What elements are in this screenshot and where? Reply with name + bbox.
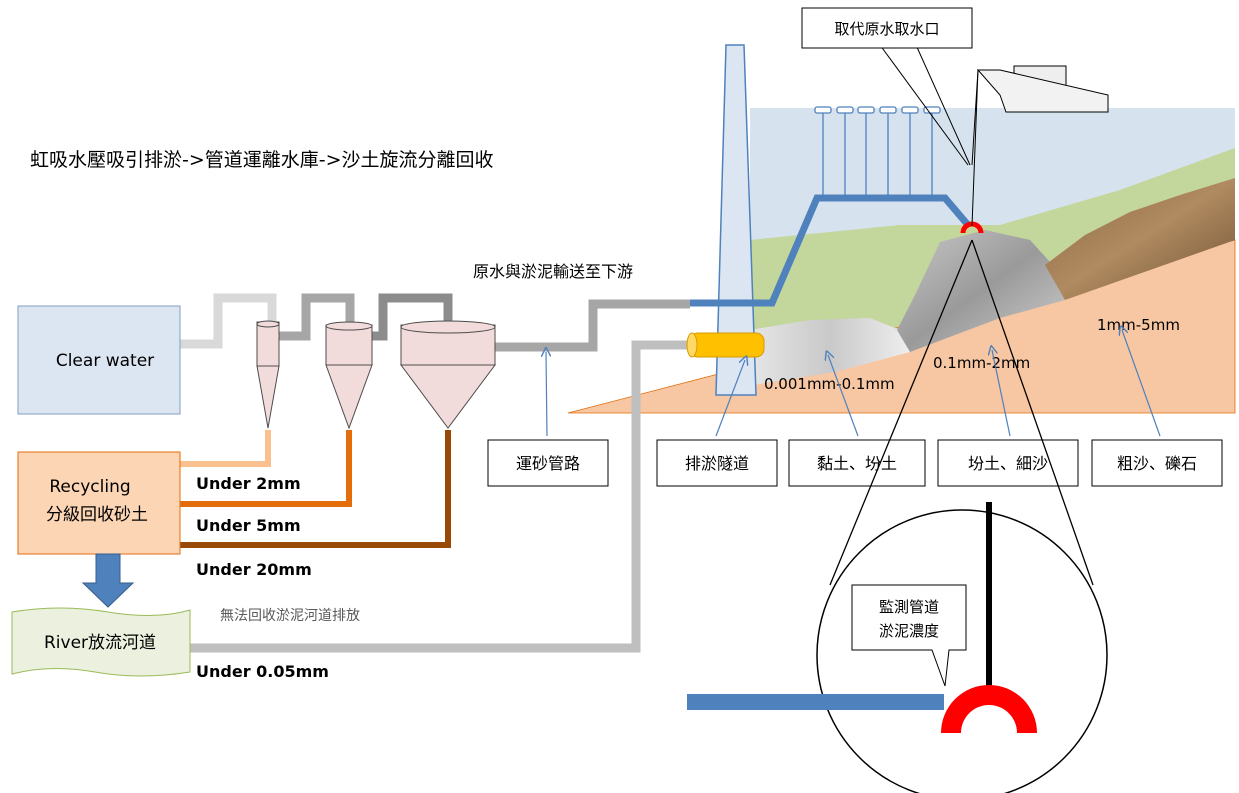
page-title: 虹吸水壓吸引排淤->管道運離水庫->沙土旋流分離回收 xyxy=(30,149,494,171)
outlet-under-20mm xyxy=(180,430,451,548)
intake-callout-pointer xyxy=(879,44,969,166)
pointer-arrows xyxy=(546,330,1161,437)
down-arrow-icon xyxy=(81,553,135,608)
zoom-line-right xyxy=(971,239,1094,586)
pipe-clearwater-to-cyclone1 xyxy=(180,293,277,349)
label-under-2mm: Under 2mm xyxy=(196,474,301,493)
outlet-under-2mm xyxy=(180,430,271,467)
discharge-pipe xyxy=(180,340,690,653)
desilting-tunnel-end xyxy=(686,332,698,358)
recycling-box xyxy=(17,451,181,555)
label-under-20mm: Under 20mm xyxy=(196,560,312,579)
sand-pipe-label: 運砂管路 xyxy=(516,454,580,473)
intake-callout-text: 取代原水取水口 xyxy=(834,20,939,38)
clear-water-label: Clear water xyxy=(56,351,154,371)
monitor-label-1: 監測管道 xyxy=(879,598,939,616)
size-fine: 0.001mm-0.1mm xyxy=(764,375,895,393)
blue-siphon-pipe xyxy=(690,194,971,307)
intake-callout-box xyxy=(801,7,973,49)
gravel-box xyxy=(1091,439,1223,487)
size-mid: 0.1mm-2mm xyxy=(933,354,1030,372)
zoom-suction-head xyxy=(941,685,1037,733)
gravel-label: 粗沙、礫石 xyxy=(1117,454,1197,473)
monitor-label-2: 淤泥濃度 xyxy=(879,622,939,640)
sand-pipe-box xyxy=(487,439,609,487)
recycling-label-zh: 分級回收砂土 xyxy=(46,505,148,525)
transport-note: 原水與淤泥輸送至下游 xyxy=(473,262,633,281)
cyclone-small xyxy=(256,320,280,429)
zoom-circle xyxy=(816,509,1108,793)
silt-sand-label: 坋土、細沙 xyxy=(968,454,1048,473)
cyclone-large xyxy=(400,320,496,429)
desilting-tunnel xyxy=(689,332,765,358)
label-under-5mm: Under 5mm xyxy=(196,516,301,535)
tunnel-box xyxy=(656,439,778,487)
intake-tower xyxy=(715,44,757,396)
clay-box xyxy=(788,439,926,487)
river-box xyxy=(11,607,191,677)
intake-callout-pointer-2 xyxy=(915,44,971,166)
river-label: River放流河道 xyxy=(44,633,156,653)
dredge-boat xyxy=(971,65,1109,166)
recycling-label-en: Recycling xyxy=(49,477,130,497)
outlet-under-5mm xyxy=(180,430,352,507)
monitor-callout-box xyxy=(851,584,967,687)
sand-transport-pipe xyxy=(495,299,690,352)
pipe-cyclone1-to-cyclone2 xyxy=(278,293,355,341)
boat-line xyxy=(971,69,979,227)
gravel-layer xyxy=(1045,178,1235,300)
pipe-cyclone2-to-cyclone3 xyxy=(356,293,453,341)
cyclone-medium xyxy=(325,321,373,430)
zoom-line-left xyxy=(829,239,973,586)
silt-sand-box xyxy=(937,439,1079,487)
size-coarse: 1mm-5mm xyxy=(1097,316,1180,334)
clear-water-box xyxy=(17,305,181,415)
label-under-005mm: Under 0.05mm xyxy=(196,662,329,681)
tunnel-label: 排淤隧道 xyxy=(685,454,749,473)
pipe-hangers xyxy=(814,106,941,198)
discharge-note: 無法回收淤泥河道排放 xyxy=(220,608,360,624)
clay-label: 黏土、坋土 xyxy=(817,454,897,473)
